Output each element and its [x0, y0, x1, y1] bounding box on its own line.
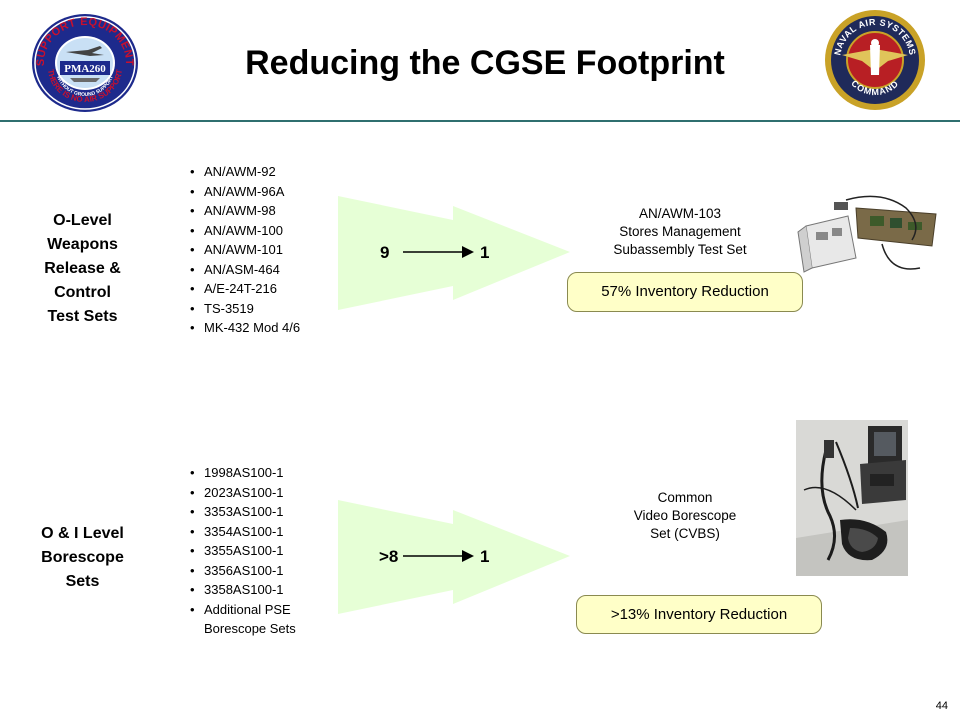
section-1-label: O-Level Weapons Release & Control Test S…	[20, 209, 145, 329]
result-line: Subassembly Test Set	[613, 242, 747, 257]
section-label-line: Release &	[44, 260, 121, 277]
result-line: AN/AWM-103	[638, 206, 721, 221]
section-1-reduction-arrow	[338, 196, 570, 310]
navair-logo: NAVAL AIR SYSTEMS COMMAND	[825, 10, 925, 110]
section-1-item-list: AN/AWM-92 AN/AWM-96A AN/AWM-98 AN/AWM-10…	[190, 162, 300, 338]
logo-left-center-text: PMA260	[64, 63, 106, 75]
list-item: 3353AS100-1	[190, 502, 296, 522]
list-item: TS-3519	[190, 299, 300, 319]
section-1-reduction-badge: 57% Inventory Reduction	[567, 272, 803, 312]
section-label-line: Control	[54, 284, 111, 301]
section-2-reduction-badge: >13% Inventory Reduction	[576, 595, 822, 634]
list-item: 3358AS100-1	[190, 580, 296, 600]
list-item: 1998AS100-1	[190, 463, 296, 483]
list-item: 3354AS100-1	[190, 522, 296, 542]
list-item: Additional PSE	[190, 600, 296, 620]
list-item: 3356AS100-1	[190, 561, 296, 581]
list-item: 2023AS100-1	[190, 483, 296, 503]
list-item: AN/AWM-96A	[190, 182, 300, 202]
section-label-line: Borescope	[41, 549, 124, 566]
section-label-line: O-Level	[53, 212, 112, 229]
section-label-line: Sets	[65, 573, 100, 590]
section-2-from-count: >8	[379, 547, 399, 566]
page-number: 44	[935, 700, 948, 712]
pma260-logo: SUPPORT EQUIPMENT PMA260 WITHOUT GROUND …	[32, 14, 138, 112]
result-line: Stores Management	[619, 224, 741, 239]
awm-103-test-set-photo	[786, 188, 946, 280]
list-item: Borescope Sets	[204, 621, 296, 636]
section-2-item-list: 1998AS100-1 2023AS100-1 3353AS100-1 3354…	[190, 463, 296, 639]
result-line: Common	[657, 490, 713, 505]
section-2-label: O & I Level Borescope Sets	[20, 522, 145, 594]
list-item: 3355AS100-1	[190, 541, 296, 561]
result-line: Video Borescope	[633, 508, 737, 523]
section-label-line: Weapons	[47, 236, 118, 253]
section-label-line: Test Sets	[47, 308, 118, 325]
list-item: AN/ASM-464	[190, 260, 300, 280]
section-1-result: AN/AWM-103 Stores Management Subassembly…	[580, 205, 780, 259]
section-2-result: Common Video Borescope Set (CVBS)	[592, 489, 778, 543]
list-item: AN/AWM-98	[190, 201, 300, 221]
list-item: A/E-24T-216	[190, 279, 300, 299]
result-line: Set (CVBS)	[650, 526, 720, 541]
list-item: AN/AWM-92	[190, 162, 300, 182]
section-2-reduction-arrow	[338, 500, 570, 614]
list-item: AN/AWM-100	[190, 221, 300, 241]
section-1-from-count: 9	[380, 243, 390, 262]
header-rule	[0, 120, 960, 122]
section-2-to-count: 1	[480, 547, 490, 566]
section-label-line: O & I Level	[41, 525, 124, 542]
page-title: Reducing the CGSE Footprint	[245, 44, 725, 82]
section-1-to-count: 1	[480, 243, 490, 262]
list-item: MK-432 Mod 4/6	[190, 318, 300, 338]
cvbs-photo	[796, 420, 908, 576]
list-item: AN/AWM-101	[190, 240, 300, 260]
